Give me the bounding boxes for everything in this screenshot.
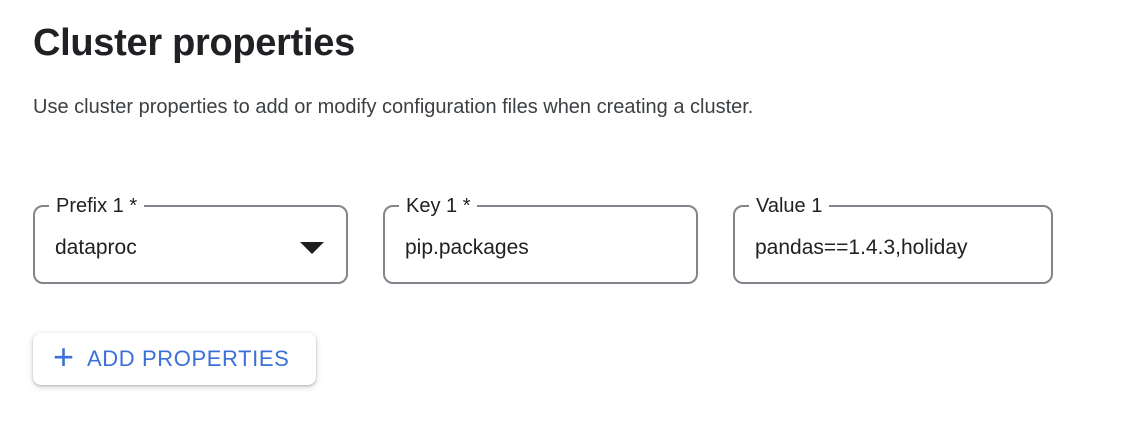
page-description: Use cluster properties to add or modify … xyxy=(33,96,754,118)
add-properties-button-label: ADD PROPERTIES xyxy=(87,346,290,371)
property-fields-row: Prefix 1 * dataproc Key 1 * Value 1 xyxy=(33,194,1053,284)
prefix-field: Prefix 1 * dataproc xyxy=(33,194,348,284)
key-input[interactable] xyxy=(385,207,696,282)
value-field: Value 1 xyxy=(733,194,1053,284)
page-title: Cluster properties xyxy=(33,22,355,64)
value-input[interactable] xyxy=(735,207,1051,282)
key-field: Key 1 * xyxy=(383,194,698,284)
prefix-selected-value: dataproc xyxy=(55,235,137,259)
add-properties-button[interactable]: + ADD PROPERTIES xyxy=(33,333,317,385)
plus-icon: + xyxy=(53,336,75,377)
prefix-select[interactable]: dataproc xyxy=(35,207,346,282)
prefix-field-label: Prefix 1 * xyxy=(49,194,145,218)
caret-down-icon xyxy=(300,241,324,254)
